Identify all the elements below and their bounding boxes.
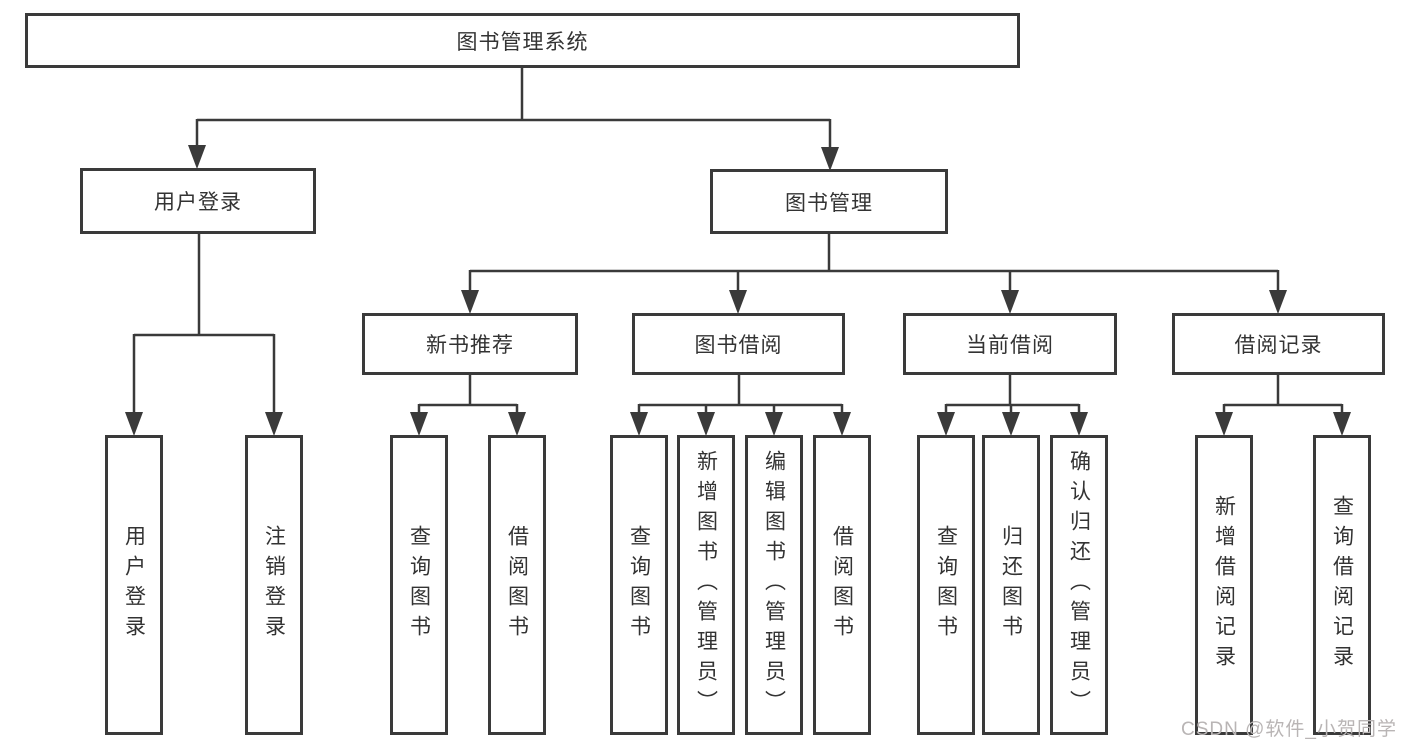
node-root: 图书管理系统 xyxy=(25,13,1020,68)
node-leaf-current-return-label: 归还图书 xyxy=(999,525,1023,645)
node-leaf-newbooks-query-label: 查询图书 xyxy=(407,525,431,645)
node-new-books-label: 新书推荐 xyxy=(426,334,514,357)
node-leaf-newbooks-borrow: 借阅图书 xyxy=(488,435,546,735)
node-leaf-borrowing-edit-admin: 编辑图书（管理员） xyxy=(745,435,803,735)
node-current-borrowing-label: 当前借阅 xyxy=(966,334,1054,357)
node-new-books-section: 新书推荐 xyxy=(362,313,578,375)
node-leaf-current-confirm-admin: 确认归还（管理员） xyxy=(1050,435,1108,735)
node-leaf-user-login: 用户登录 xyxy=(105,435,163,735)
node-book-management-branch: 图书管理 xyxy=(710,169,948,234)
node-leaf-current-query-label: 查询图书 xyxy=(934,525,958,645)
node-borrowing-label: 图书借阅 xyxy=(694,334,783,357)
node-records-section: 借阅记录 xyxy=(1172,313,1385,375)
node-user-login-branch: 用户登录 xyxy=(80,168,316,234)
node-leaf-records-add: 新增借阅记录 xyxy=(1195,435,1253,735)
node-leaf-borrowing-query: 查询图书 xyxy=(610,435,668,735)
csdn-watermark: CSDN @软件_小贺同学 xyxy=(1181,719,1397,740)
node-leaf-current-query: 查询图书 xyxy=(917,435,975,735)
node-current-borrowing-section: 当前借阅 xyxy=(903,313,1117,375)
node-leaf-user-login-label: 用户登录 xyxy=(122,525,146,645)
node-records-label: 借阅记录 xyxy=(1234,334,1323,357)
node-leaf-borrowing-edit-admin-label: 编辑图书（管理员） xyxy=(762,450,786,720)
node-leaf-newbooks-query: 查询图书 xyxy=(390,435,448,735)
node-leaf-records-query-label: 查询借阅记录 xyxy=(1330,495,1354,675)
node-root-label: 图书管理系统 xyxy=(456,30,589,54)
node-leaf-borrowing-query-label: 查询图书 xyxy=(627,525,651,645)
node-leaf-borrowing-add-admin-label: 新增图书（管理员） xyxy=(694,450,718,720)
node-leaf-records-add-label: 新增借阅记录 xyxy=(1212,495,1236,675)
node-leaf-borrowing-add-admin: 新增图书（管理员） xyxy=(677,435,735,735)
node-book-management-branch-label: 图书管理 xyxy=(785,191,873,215)
node-leaf-current-confirm-admin-label: 确认归还（管理员） xyxy=(1067,450,1091,720)
node-leaf-borrowing-borrow-label: 借阅图书 xyxy=(830,525,854,645)
node-leaf-logout: 注销登录 xyxy=(245,435,303,735)
node-leaf-current-return: 归还图书 xyxy=(982,435,1040,735)
node-user-login-branch-label: 用户登录 xyxy=(154,191,242,214)
node-borrowing-section: 图书借阅 xyxy=(632,313,845,375)
node-leaf-borrowing-borrow: 借阅图书 xyxy=(813,435,871,735)
node-leaf-records-query: 查询借阅记录 xyxy=(1313,435,1371,735)
node-leaf-newbooks-borrow-label: 借阅图书 xyxy=(505,525,529,645)
node-leaf-logout-label: 注销登录 xyxy=(262,525,286,645)
